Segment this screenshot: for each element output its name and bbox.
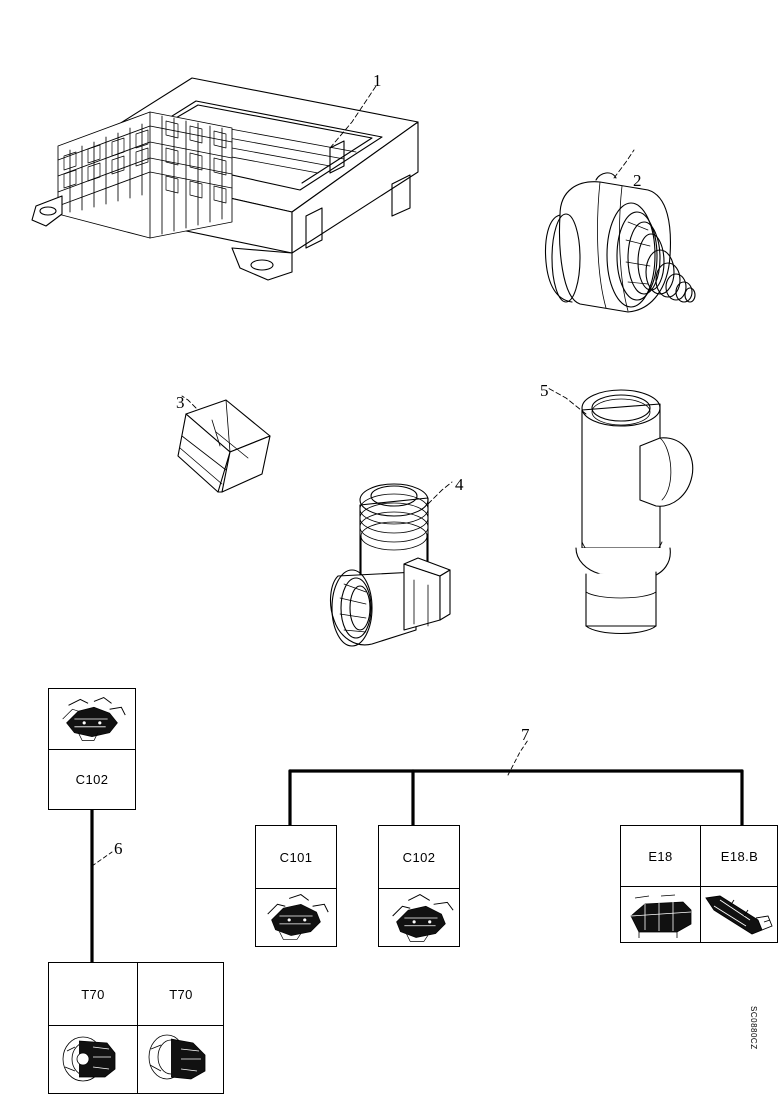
sheet-watermark: SC0880CZ <box>749 1006 758 1050</box>
callout-7: 7 <box>521 725 530 744</box>
connector-image-c101 <box>256 888 336 946</box>
connector-box-c102-left[interactable]: C102 <box>48 688 136 810</box>
group-divider-horizontal <box>49 1025 223 1027</box>
connector-box-c102-middle[interactable]: C102 <box>378 825 460 947</box>
part-5-stepped-housing <box>547 387 694 634</box>
connector-label-t70-right: T70 <box>169 986 193 1002</box>
callout-7-leader <box>507 739 529 776</box>
group-divider-vertical <box>137 963 139 1093</box>
connector-image-t70-right <box>137 1025 225 1093</box>
connector-box-c101[interactable]: C101 <box>255 825 337 947</box>
connector-image-t70-left <box>49 1025 137 1093</box>
connector-image-c102-middle <box>379 888 459 946</box>
connector-image-e18 <box>621 886 700 942</box>
part-2-sensor-assembly <box>544 149 696 313</box>
connector-label-c101: C101 <box>279 849 313 865</box>
part-4-valve-body <box>329 481 453 647</box>
connector-group-e18[interactable]: E18 E18.B <box>620 825 778 943</box>
part-3-bracket-clip <box>177 395 271 493</box>
callout-4: 4 <box>455 475 464 494</box>
connector-label-c102-middle: C102 <box>402 849 436 865</box>
group-divider-horizontal <box>621 886 777 888</box>
group-divider-vertical <box>700 826 702 942</box>
callout-6-leader <box>91 851 113 867</box>
connector-label-e18b: E18.B <box>720 848 759 864</box>
box-divider <box>256 888 336 890</box>
connector-label-t70-left: T70 <box>81 986 105 1002</box>
callout-3: 3 <box>176 393 185 412</box>
harness-right-lines <box>288 769 744 828</box>
connector-label-e18: E18 <box>648 848 673 864</box>
callout-1: 1 <box>373 71 382 90</box>
part-1-control-module <box>31 77 419 281</box>
callout-6: 6 <box>114 839 123 858</box>
box-divider <box>49 749 135 751</box>
callout-5: 5 <box>540 381 549 400</box>
connector-group-t70[interactable]: T70 T70 <box>48 962 224 1094</box>
connector-label-c102-left: C102 <box>75 771 109 787</box>
connector-image-e18b <box>700 886 778 942</box>
box-divider <box>379 888 459 890</box>
callout-2: 2 <box>633 171 642 190</box>
connector-image-c102-left <box>49 689 135 749</box>
